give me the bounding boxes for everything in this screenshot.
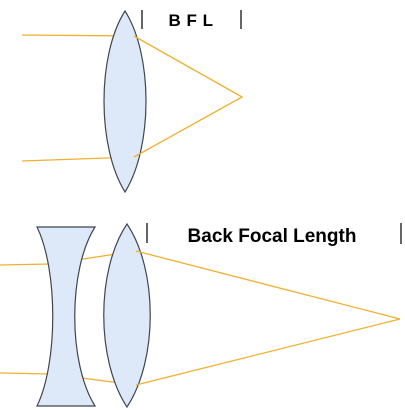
bottom-convex-lens [103, 222, 151, 409]
bottom-concave-lens [36, 226, 97, 407]
top-bfl-label: B F L [169, 11, 214, 30]
top-upper-converging-ray [133, 35, 243, 98]
bottom-upper-converging-ray [135, 250, 401, 320]
bottom-lower-converging-ray [135, 318, 401, 386]
top-focal-point [241, 96, 243, 98]
top-lower-converging-ray [133, 96, 243, 158]
bottom-bfl-label: Back Focal Length [188, 226, 357, 247]
bottom-upper-incoming-ray [0, 263, 51, 266]
top-convex-lens [103, 9, 147, 194]
bottom-lower-incoming-ray [0, 372, 51, 375]
bottom-diagram: Back Focal Length [0, 222, 402, 409]
top-diagram: B F L [21, 9, 243, 194]
